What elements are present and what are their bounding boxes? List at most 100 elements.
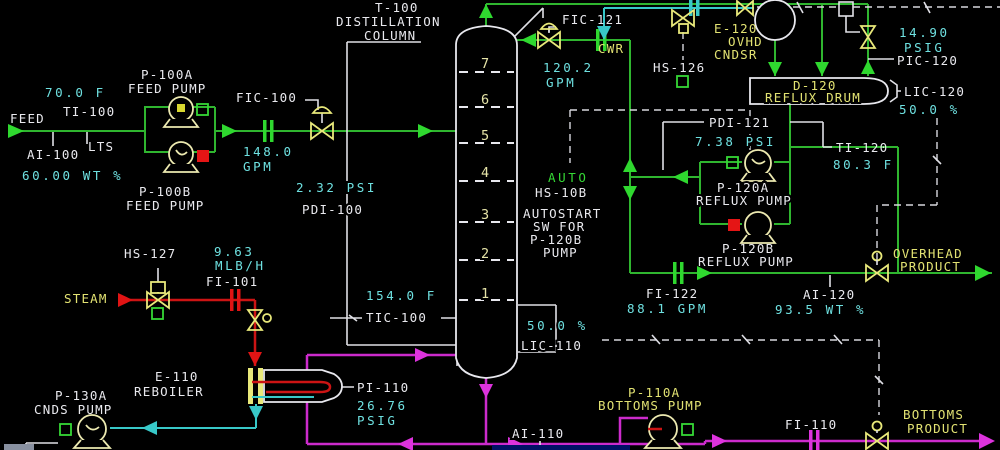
fic100-tag[interactable]: FIC-100 [236,90,297,105]
p120b-desc: REFLUX PUMP [698,254,794,269]
autostart-line2: SW FOR [533,219,585,234]
pic120-value[interactable]: 14.90 [899,25,950,40]
steam-piping [118,289,262,366]
tray-5: 5 [481,128,490,144]
ti120-tag[interactable]: TI-120 [836,140,888,155]
hs10b-tag[interactable]: HS-10B [535,185,587,200]
lic120-tag[interactable]: LIC-120 [904,84,965,99]
p130a-desc: CNDS PUMP [34,402,113,417]
fi110-tag[interactable]: FI-110 [785,417,837,432]
pdi121-value[interactable]: 7.38 PSI [693,132,776,151]
steam-block-valve[interactable] [246,309,272,331]
fic100-value[interactable]: 148.0 [243,144,294,159]
autostart-line1: AUTOSTART [523,206,602,221]
p120a-desc: REFLUX PUMP [696,193,792,208]
tic100-tag[interactable]: TIC-100 [366,310,427,325]
condensate-pump-p130a[interactable] [59,414,112,449]
condenser-e120[interactable] [754,0,796,41]
fi101-value[interactable]: 9.63 [214,244,255,259]
d120-desc: REFLUX DRUM [765,90,861,105]
lic120-level-bracket [889,79,901,103]
cooling-water-valve[interactable] [736,0,754,17]
fic121-tag[interactable]: FIC-121 [562,12,623,27]
lic110-value[interactable]: 50.0 % [525,316,588,335]
fic121-unit: GPM [546,75,576,90]
overhead-product-valve[interactable] [865,250,889,283]
pi110-tag[interactable]: PI-110 [355,378,410,397]
bottoms-product-line1: BOTTOMS [903,407,964,422]
reflux-pump-a[interactable] [726,149,777,182]
p100a-tag[interactable]: P-100A [141,67,193,82]
reflux-pump-a-status-indicator [726,156,739,169]
fic100-unit: GPM [243,159,273,174]
overhead-vapor-piping [479,3,875,76]
tic100-value[interactable]: 154.0 F [366,288,437,303]
tray-6: 6 [481,92,490,108]
ti120-value[interactable]: 80.3 F [833,157,894,172]
fic121-control-valve[interactable] [537,22,561,50]
tray-4: 4 [481,165,490,181]
pi110-unit: PSIG [357,413,398,428]
p120b-tag[interactable]: P-120B [722,241,774,256]
p120a-tag[interactable]: P-120A [715,178,770,197]
distillation-column[interactable] [455,25,518,379]
lts-label: LTS [88,139,114,154]
bottoms-product-line2: PRODUCT [907,421,968,436]
fi101-tag[interactable]: FI-101 [206,274,258,289]
column-desc2: COLUMN [364,28,416,43]
bottom-edge-box-center [492,445,630,450]
e120-tag[interactable]: E-120 [714,21,758,36]
pdi100-value[interactable]: 2.32 PSI [294,178,377,197]
bottoms-pump-status-indicator [681,423,694,436]
feed-pump-b[interactable] [162,141,209,173]
pdi121-tag[interactable]: PDI-121 [707,113,771,132]
bottoms-product-valve[interactable] [865,420,889,450]
ti100-value[interactable]: 70.0 F [45,85,106,100]
steam-stream-label: STEAM [64,291,108,306]
pump-a-status-indicator [196,103,209,116]
reboiler-e110[interactable] [248,368,343,404]
feed-stream-label: FEED [10,111,45,126]
ai110-tag[interactable]: AI-110 [510,424,565,443]
p130a-tag[interactable]: P-130A [55,388,107,403]
bottoms-pump-p110a[interactable] [643,414,694,449]
ai120-value[interactable]: 93.5 WT % [775,302,866,317]
hs127-steam-valve[interactable] [146,281,170,320]
overhead-product-line1: OVERHEAD [893,246,963,261]
reflux-pump-b[interactable] [728,211,777,244]
pi110-value[interactable]: 26.76 [357,398,408,413]
hs126-tag[interactable]: HS-126 [653,60,705,75]
hs126-valve[interactable] [671,8,695,88]
pic120-tag[interactable]: PIC-120 [897,53,958,68]
p100b-tag[interactable]: P-100B [139,184,191,199]
fi122-value[interactable]: 88.1 GPM [627,301,708,316]
ti100-tag[interactable]: TI-100 [63,104,115,119]
autostart-line3: P-120B [530,232,582,247]
feed-pump-a[interactable] [162,96,209,128]
e110-tag2[interactable]: E-110 [155,369,199,384]
p100a-desc: FEED PUMP [128,81,207,96]
fic100-control-valve[interactable] [310,106,334,141]
cwr-label: CWR [598,41,624,56]
p100b-desc: FEED PUMP [126,198,205,213]
e120-desc1: OVHD [728,34,763,49]
hs10b-auto-status[interactable]: AUTO [548,170,589,185]
overhead-product-line2: PRODUCT [900,259,961,274]
e120-desc2: CNDSR [714,47,758,62]
lic120-value[interactable]: 50.0 % [899,102,960,117]
condensate-piping [110,404,263,435]
lic110-tag[interactable]: LIC-110 [519,336,583,355]
ai100-tag[interactable]: AI-100 [27,147,79,162]
d120-tag[interactable]: D-120 [791,76,837,95]
drum-vent-valve[interactable] [859,25,877,49]
hs127-tag[interactable]: HS-127 [124,246,176,261]
e110-desc: REBOILER [134,384,204,399]
reflux-drum-d120[interactable] [749,77,889,105]
p110a-tag[interactable]: P-110A [628,385,680,400]
ai100-value[interactable]: 60.00 WT % [22,168,123,183]
ai120-tag[interactable]: AI-120 [803,287,855,302]
column-tag[interactable]: T-100 [375,0,419,15]
fi122-tag[interactable]: FI-122 [646,286,698,301]
pdi100-tag[interactable]: PDI-100 [300,200,364,219]
fic121-value[interactable]: 120.2 [543,60,594,75]
